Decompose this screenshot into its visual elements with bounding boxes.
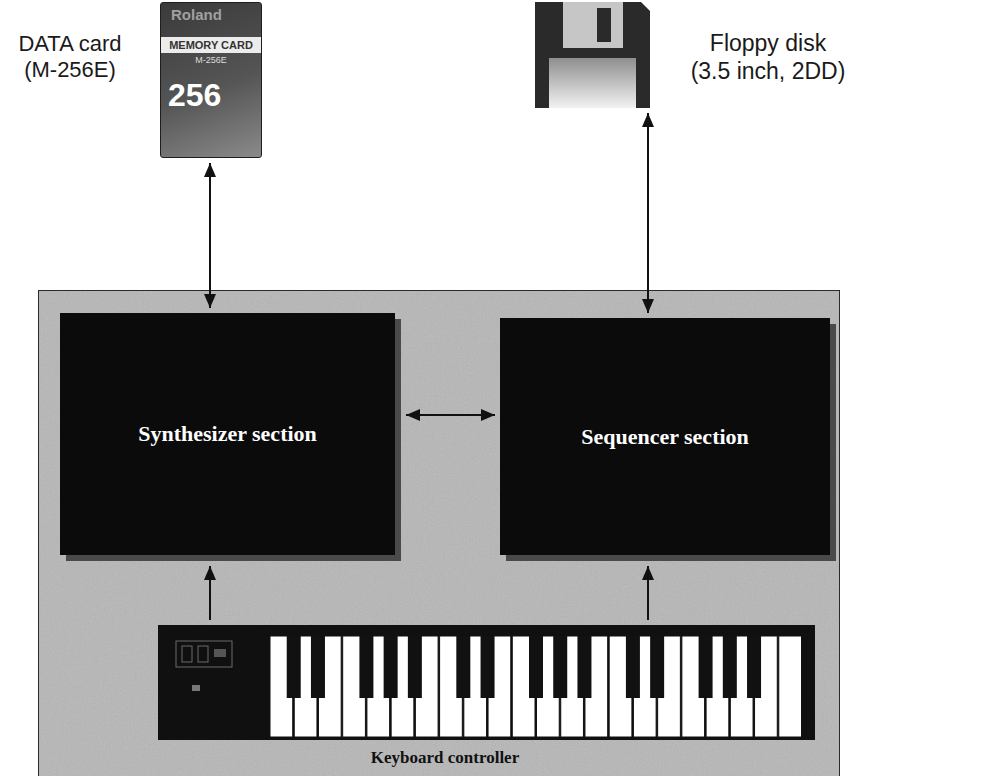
- card-caption: DATA card (M-256E): [17, 31, 123, 84]
- connector-arrow: [647, 566, 649, 620]
- connector-arrow: [406, 414, 495, 416]
- connector-arrow: [647, 113, 649, 313]
- keyboard-label: Keyboard controller: [371, 748, 519, 768]
- black-key: [747, 636, 761, 698]
- black-key: [626, 636, 640, 698]
- card-band-text: MEMORY CARD: [161, 37, 261, 53]
- section-title: Synthesizer section: [138, 421, 317, 447]
- floppy-illustration: [535, 2, 650, 108]
- disk-label-area: [549, 58, 636, 108]
- black-key: [699, 636, 713, 698]
- keyboard-controller: Keyboard controller: [158, 625, 815, 740]
- disk-body: [535, 2, 650, 108]
- disk-shutter: [563, 2, 623, 48]
- black-key: [553, 636, 567, 698]
- black-key: [287, 636, 301, 698]
- control-outline: [176, 641, 232, 667]
- memory-card: DATA card (M-256E)RolandMEMORY CARDM-256…: [160, 2, 262, 158]
- control-button: [192, 685, 200, 691]
- capacity-number: 256: [161, 77, 261, 114]
- black-key: [359, 636, 373, 698]
- wheel: [198, 646, 208, 662]
- black-key: [456, 636, 470, 698]
- connector-arrow: [209, 566, 211, 620]
- black-key: [311, 636, 325, 698]
- section-title: Sequencer section: [581, 424, 749, 450]
- brand-name: Roland: [161, 6, 261, 23]
- black-key: [577, 636, 591, 698]
- connector-arrow: [209, 163, 211, 308]
- black-key: [481, 636, 495, 698]
- model-number: M-256E: [161, 55, 261, 65]
- black-key: [650, 636, 664, 698]
- control-panel: [176, 641, 232, 691]
- black-key: [408, 636, 422, 698]
- white-key: [779, 636, 802, 737]
- disk-caption: Floppy disk (3.5 inch, 2DD): [690, 30, 846, 85]
- section-box: Sequencer section: [500, 318, 830, 555]
- control-button: [214, 649, 226, 657]
- black-key: [723, 636, 737, 698]
- section-box: Synthesizer section: [60, 313, 395, 555]
- black-key: [384, 636, 398, 698]
- keyboard-illustration: [158, 625, 815, 740]
- floppy-disk: Floppy disk (3.5 inch, 2DD): [535, 2, 650, 108]
- panel-grain: [39, 291, 839, 776]
- black-key: [529, 636, 543, 698]
- shutter-slot: [597, 8, 611, 42]
- wheel: [182, 646, 192, 662]
